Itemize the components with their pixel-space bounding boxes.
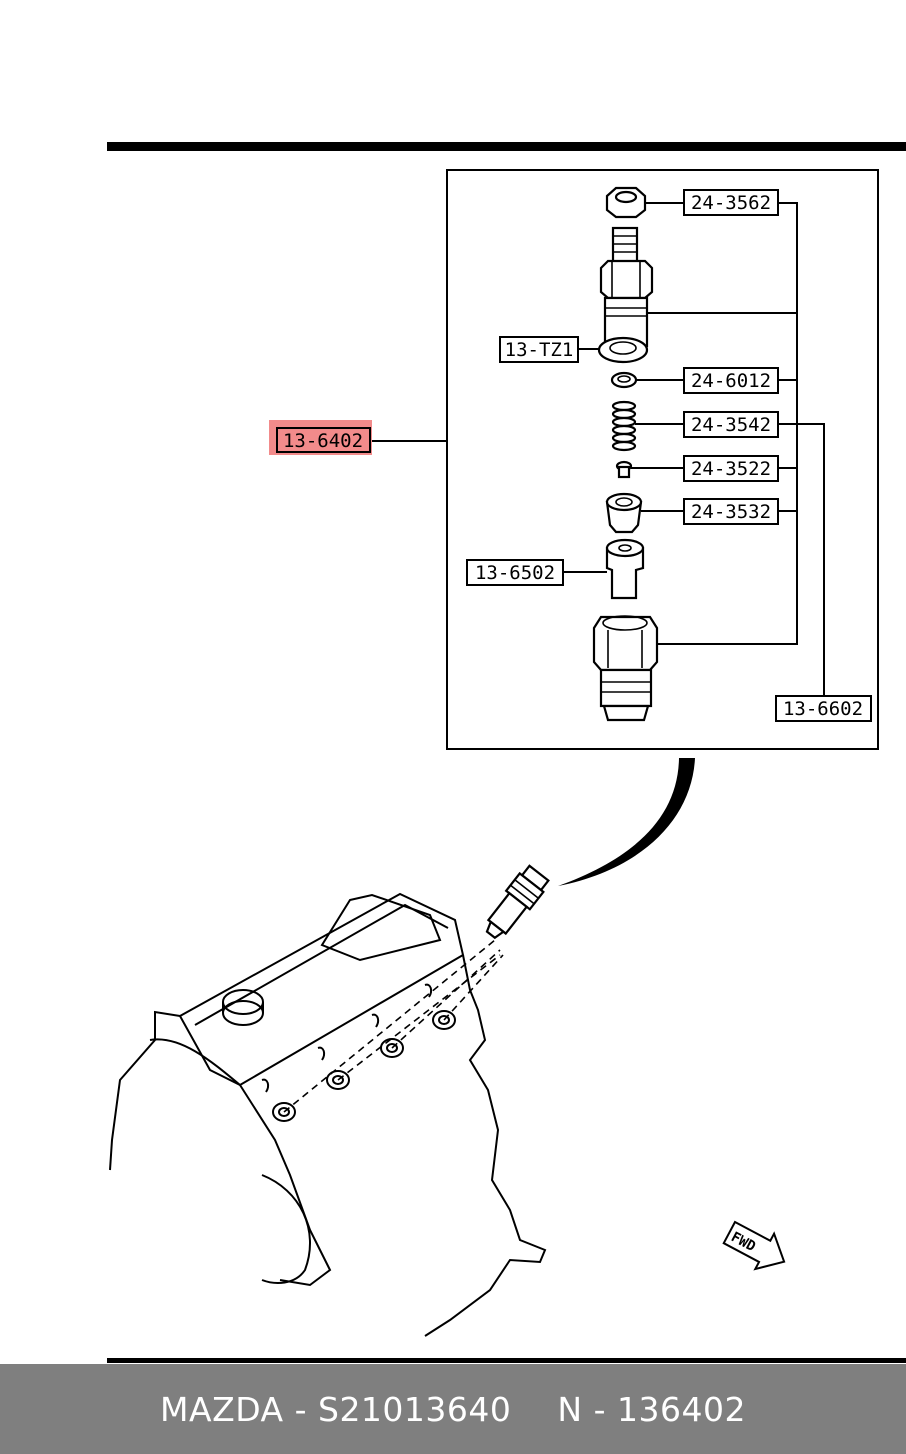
callout-washer: 24-6012: [683, 367, 779, 394]
callout-nut-top: 24-3562: [683, 189, 779, 216]
callout-seat-text: 24-3532: [691, 501, 771, 523]
callout-retaining-nut-text: 13-6602: [783, 698, 863, 720]
footer-ref-number: N - 136402: [557, 1389, 746, 1429]
injector-parts: [592, 186, 659, 722]
engine-outline: [109, 892, 547, 1337]
bottom-rule: [107, 1358, 906, 1363]
callout-holder-gasket: 13-TZ1: [499, 336, 579, 363]
leader-lines: [371, 202, 825, 695]
nozzle-part: [605, 538, 645, 600]
callout-seat: 24-3532: [683, 498, 779, 525]
retaining-nut-part: [592, 615, 659, 722]
top-rule: [107, 142, 906, 151]
footer-bar: MAZDA - S21013640 N - 136402: [0, 1364, 906, 1454]
top-nut-part: [605, 186, 647, 219]
callout-spring: 24-3542: [683, 411, 779, 438]
connector-arc: [558, 758, 695, 886]
callout-assembly-text: 13-6402: [283, 430, 363, 452]
callout-assembly: 13-6402: [269, 420, 372, 455]
spring-part: [611, 400, 637, 452]
callout-retaining-nut: 13-6602: [775, 695, 872, 722]
callout-spring-text: 24-3542: [691, 414, 771, 436]
pin-part: [615, 460, 633, 479]
nozzle-holder-part: [599, 226, 654, 348]
fwd-arrow: FWD: [722, 1220, 786, 1271]
holder-gasket-part: [597, 336, 649, 364]
callout-highlight: [269, 420, 372, 455]
callout-pin-text: 24-3522: [691, 458, 771, 480]
washer-part: [610, 371, 638, 389]
callout-nut-top-text: 24-3562: [691, 192, 771, 214]
callout-holder-gasket-text: 13-TZ1: [505, 339, 574, 361]
install-guides: [283, 939, 504, 1113]
callout-washer-text: 24-6012: [691, 370, 771, 392]
exploded-view-frame: [446, 169, 879, 750]
parts-diagram: 13-6402 24-3562 13-TZ1 24-6012 24-3542 2…: [107, 142, 906, 1363]
callout-pin: 24-3522: [683, 455, 779, 482]
callout-nozzle-text: 13-6502: [475, 562, 555, 584]
callout-nozzle: 13-6502: [466, 559, 564, 586]
seat-part: [605, 492, 643, 534]
installed-injector: [485, 864, 550, 940]
footer-brand-part: MAZDA - S21013640: [160, 1389, 512, 1429]
